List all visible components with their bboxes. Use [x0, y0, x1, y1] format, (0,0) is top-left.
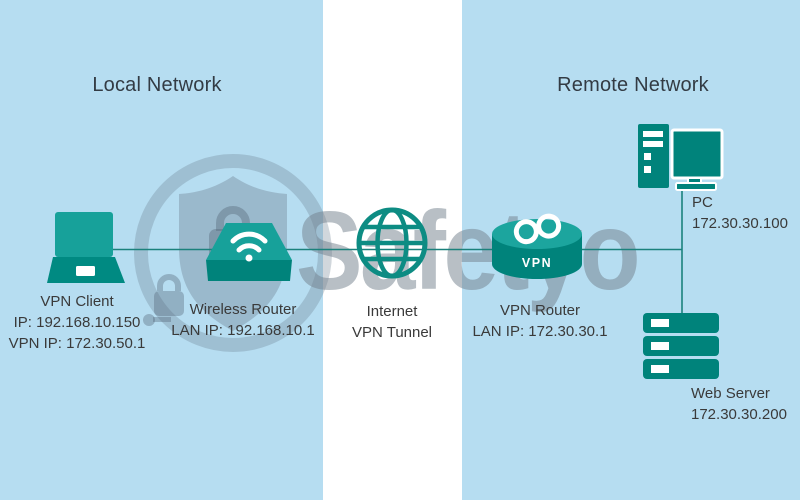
vpn-tunnel-strip	[323, 0, 462, 500]
vpn-router-name: VPN Router	[499, 302, 581, 319]
vpn-client-ip: IP: 192.168.10.150	[13, 314, 141, 331]
wireless-router-ip: LAN IP: 192.168.10.1	[171, 322, 315, 339]
wireless-router-label: Wireless Router LAN IP: 192.168.10.1	[158, 299, 328, 341]
wireless-router-name: Wireless Router	[189, 301, 297, 318]
internet-label: Internet VPN Tunnel	[327, 301, 457, 343]
pc-name: PC	[692, 194, 713, 211]
local-network-title: Local Network	[92, 74, 222, 96]
vpn-tunnel-name: VPN Tunnel	[351, 324, 433, 341]
remote-network-title: Remote Network	[557, 74, 709, 96]
web-server-ip: 172.30.30.200	[691, 406, 787, 423]
vpn-router-badge: VPN	[521, 256, 553, 270]
web-server-name: Web Server	[691, 385, 770, 402]
vpn-client-name: VPN Client	[40, 293, 114, 310]
web-server-label: Web Server 172.30.30.200	[691, 383, 787, 425]
vpn-router-ip: LAN IP: 172.30.30.1	[472, 323, 608, 340]
pc-ip: 172.30.30.100	[692, 215, 788, 232]
internet-name: Internet	[366, 303, 418, 320]
vpn-router-label: VPN Router LAN IP: 172.30.30.1	[455, 300, 625, 342]
pc-label: PC 172.30.30.100	[692, 192, 788, 234]
vpn-client-vpn-ip: VPN IP: 172.30.50.1	[8, 335, 146, 352]
vpn-client-label: VPN Client IP: 192.168.10.150 VPN IP: 17…	[0, 291, 154, 354]
